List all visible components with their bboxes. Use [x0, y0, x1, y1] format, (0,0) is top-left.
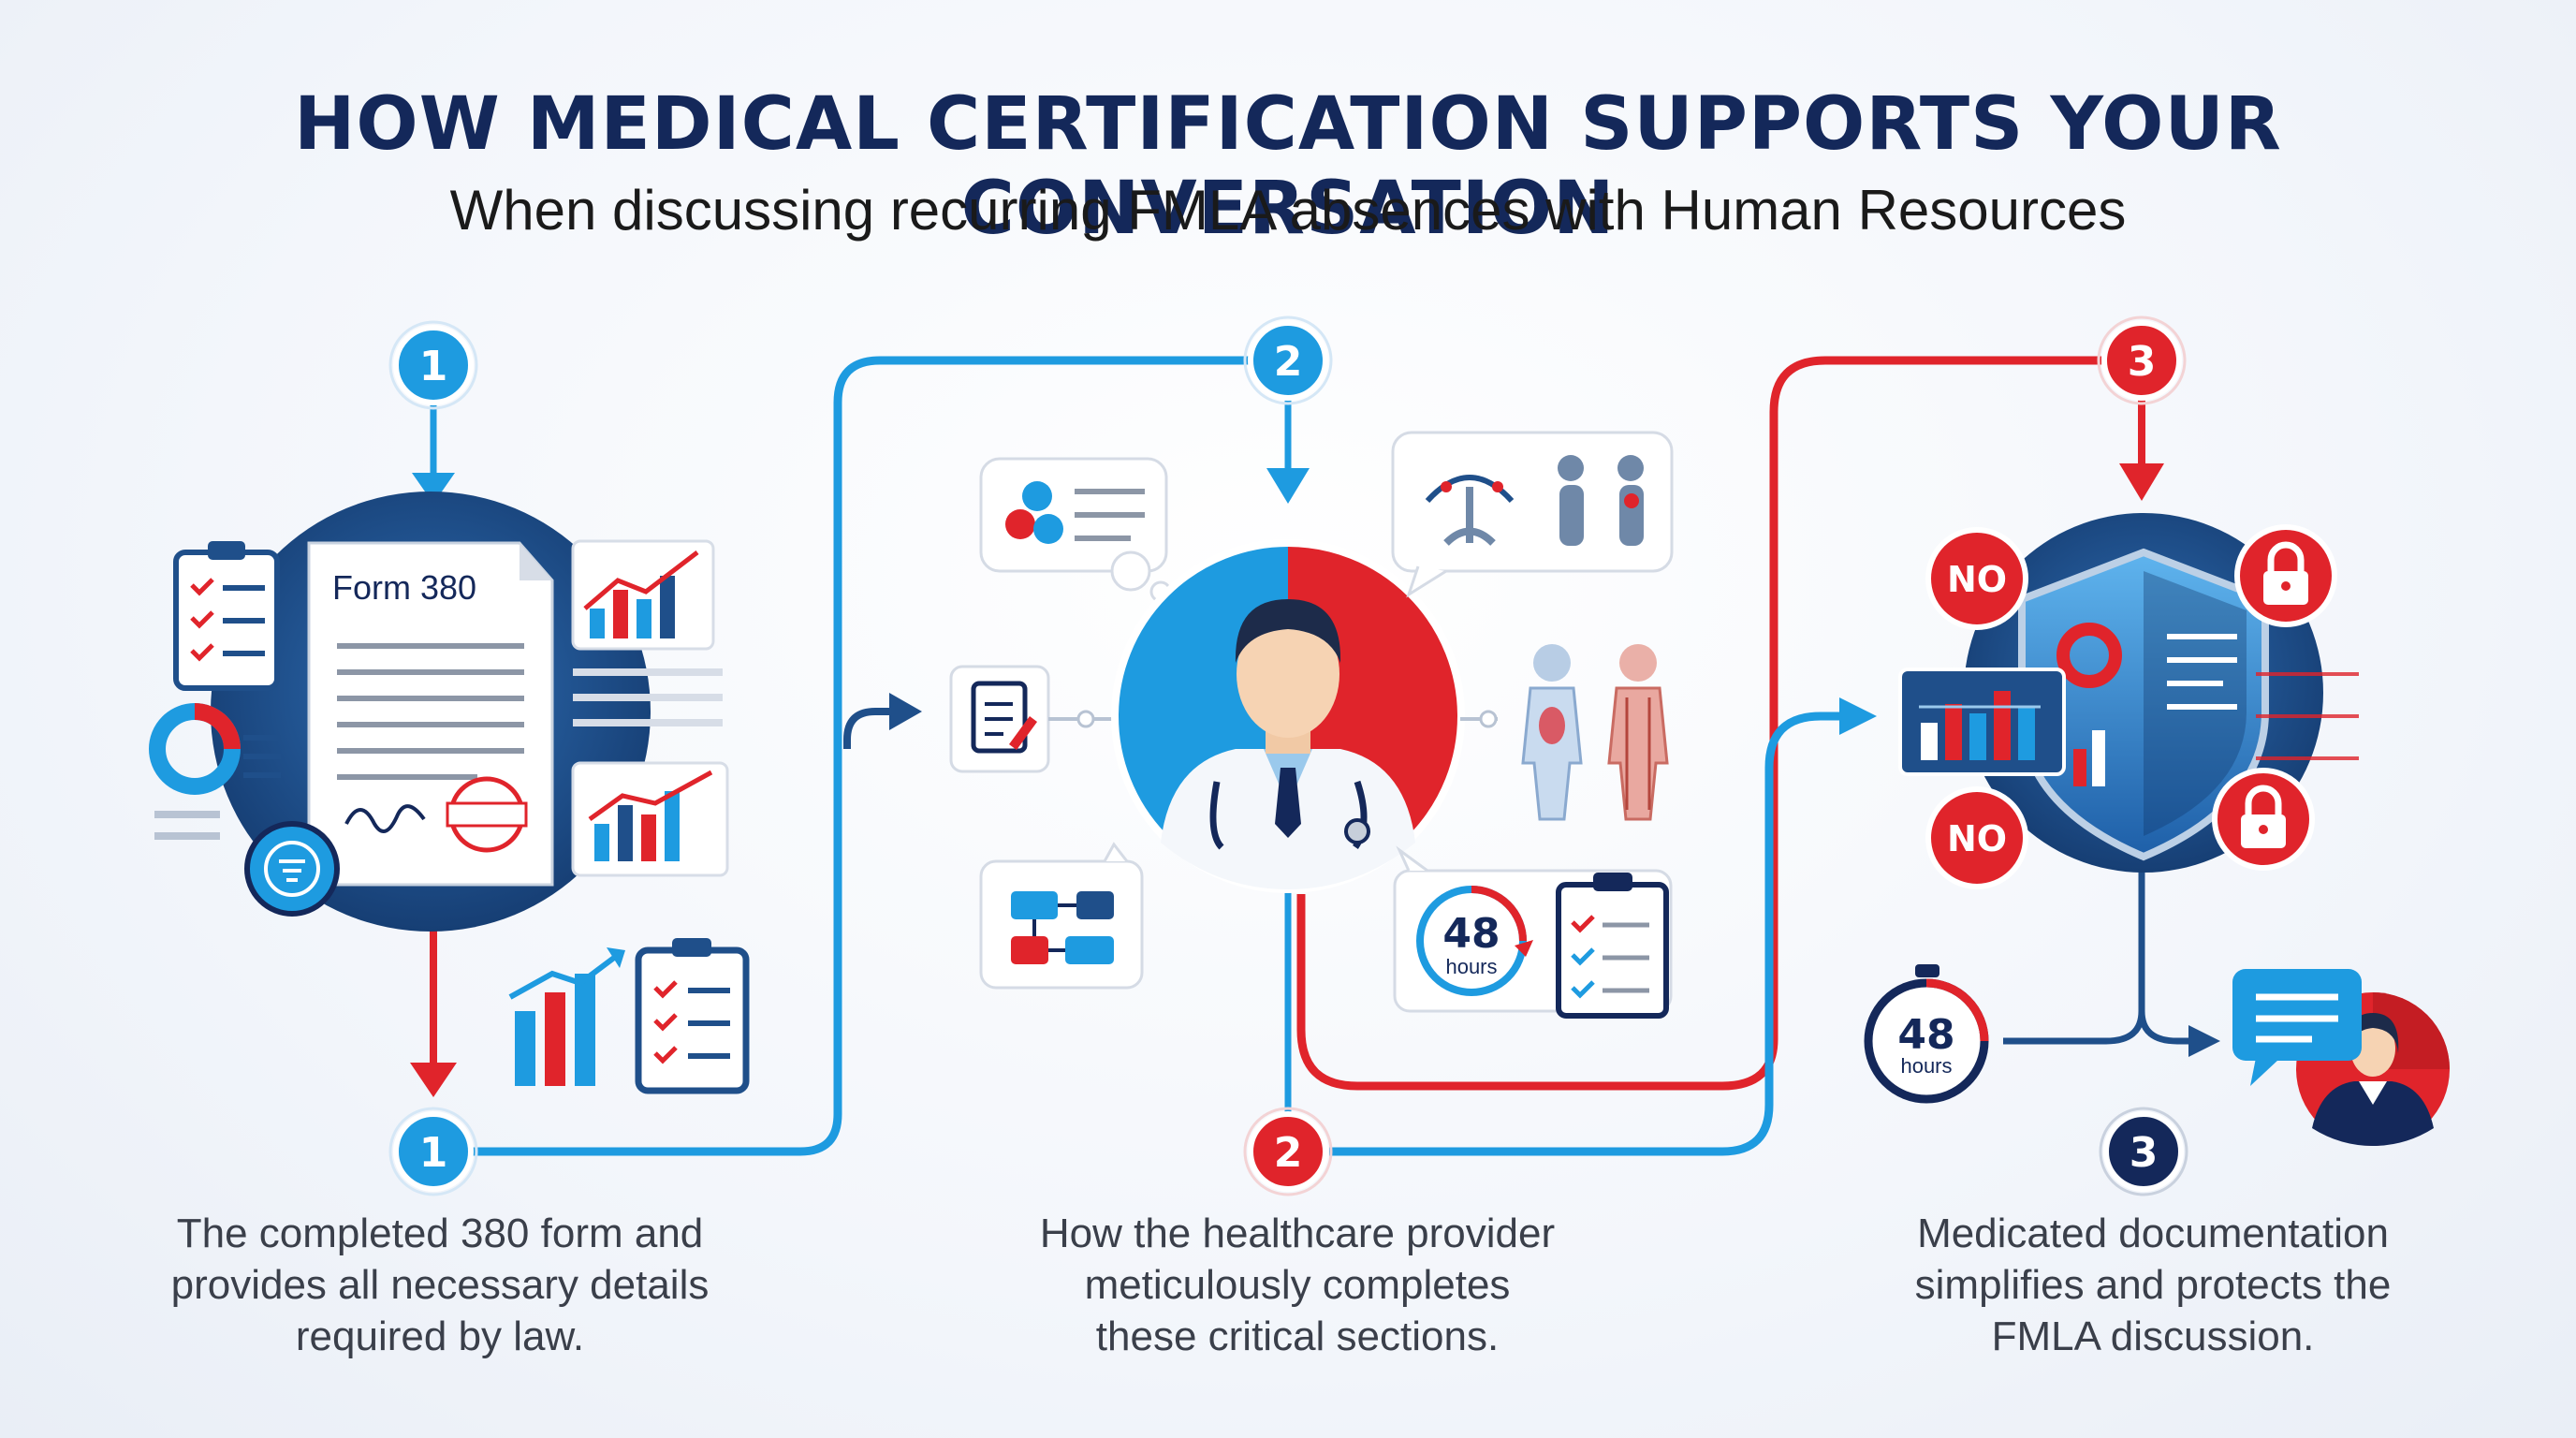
- step2-down-arrow: [1266, 393, 1310, 504]
- page-subtitle: When discussing recurring FMLA absences …: [449, 179, 2127, 242]
- caption-line: these critical sections.: [1095, 1313, 1500, 1359]
- caption-line: How the healthcare provider: [1039, 1211, 1556, 1256]
- step3-top-number: 3: [2128, 338, 2157, 386]
- caption-line: meticulously completes: [1084, 1262, 1511, 1308]
- no-label: NO: [1947, 559, 2007, 600]
- step2-illustration: 48 hours: [949, 431, 1674, 1019]
- form-label: Form 380: [332, 568, 476, 607]
- lock-icon: [2212, 768, 2315, 871]
- flowchart-bubble: [979, 842, 1144, 990]
- step2-caption: How the healthcare provider meticulously…: [970, 1208, 1625, 1362]
- step3-caption: Medicated documentation simplifies and p…: [1835, 1208, 2471, 1362]
- step1-top-badge: 1: [388, 320, 478, 410]
- connector-1-to-2: [473, 356, 1254, 1156]
- stopwatch-unit: hours: [1445, 955, 1497, 978]
- form-380-document: Form 380: [307, 541, 554, 887]
- caption-line: The completed 380 form and: [176, 1211, 704, 1256]
- checklist-icon: [1556, 873, 1669, 1019]
- no-badge: NO: [1925, 786, 2028, 889]
- stopwatch-icon: [1416, 886, 1533, 996]
- step2-top-badge: 2: [1243, 315, 1333, 405]
- step3-bottom-badge: 3: [2099, 1107, 2188, 1196]
- doctor-icon: [1111, 539, 1465, 893]
- chat-bubble-icon: [2232, 969, 2362, 1086]
- checklist-icon: [635, 938, 750, 1094]
- bar-chart-icon: [571, 539, 715, 651]
- step1-bottom-number: 1: [419, 1129, 448, 1177]
- clipboard-icon: [949, 665, 1050, 773]
- stopwatch-card: 48 hours: [1393, 845, 1673, 1019]
- checklist-icon: [173, 541, 280, 691]
- shield-icon: [2018, 548, 2269, 861]
- step3-top-badge: 3: [2097, 315, 2187, 405]
- anatomy-bubble: [1391, 431, 1674, 598]
- step3-branch: [2003, 871, 2220, 1057]
- seal-icon: [244, 821, 340, 917]
- step1-down-arrow: [412, 393, 455, 504]
- stopwatch-value: 48: [1897, 1011, 1954, 1059]
- no-badge: NO: [1925, 527, 2028, 630]
- donut-chart-icon: [149, 703, 281, 840]
- step3-illustration: NO NO 48 hours: [1864, 513, 2450, 1146]
- caption-line: simplifies and protects the: [1914, 1262, 2392, 1308]
- arrowhead-into-step3: [1839, 697, 1877, 735]
- stopwatch-value: 48: [1442, 910, 1500, 958]
- step1-top-number: 1: [419, 343, 448, 390]
- lock-icon: [2234, 524, 2337, 627]
- step3-down-arrow: [2119, 393, 2164, 501]
- caption-line: Medicated documentation: [1917, 1211, 2389, 1256]
- step1-illustration: Form 380: [149, 492, 750, 1094]
- step2-top-number: 2: [1274, 338, 1303, 386]
- caption-line: required by law.: [295, 1313, 585, 1359]
- connector-red-2-to-3: [1296, 356, 2101, 1091]
- step2-bottom-badge: 2: [1243, 1107, 1333, 1196]
- caption-line: FMLA discussion.: [1991, 1313, 2315, 1359]
- step2-bottom-number: 2: [1274, 1129, 1303, 1177]
- anatomy-icon: [1460, 644, 1669, 821]
- connector-blue-2-to-3: [1329, 712, 1849, 1156]
- page-title: HOW MEDICAL CERTIFICATION SUPPORTS YOUR …: [294, 82, 2282, 251]
- step1-red-arrow: [410, 913, 457, 1097]
- molecule-bubble: [979, 457, 1172, 603]
- bar-chart-icon: [508, 947, 625, 1086]
- bar-chart-icon: [571, 761, 729, 877]
- no-label: NO: [1947, 818, 2007, 859]
- step1-bottom-badge: 1: [388, 1107, 478, 1196]
- bar-chart-icon: [1898, 668, 2066, 776]
- step1-caption: The completed 380 form and provides all …: [131, 1208, 749, 1362]
- stopwatch-unit: hours: [1900, 1054, 1952, 1078]
- step3-bottom-number: 3: [2130, 1129, 2159, 1177]
- caption-line: provides all necessary details: [170, 1262, 710, 1308]
- connector-into-step2: [843, 693, 922, 749]
- stopwatch-icon: [1864, 964, 1989, 1104]
